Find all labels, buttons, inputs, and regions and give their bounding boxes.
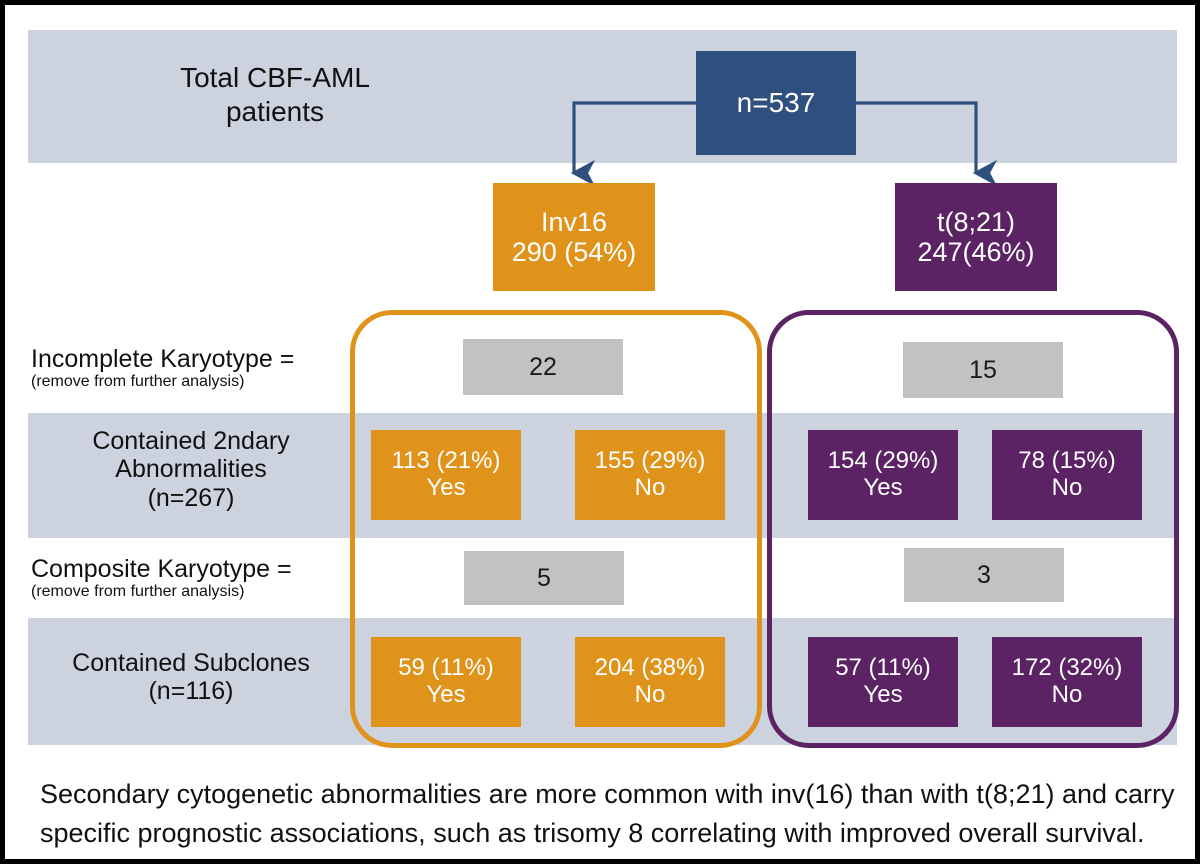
- cell-secondary-abnormalities-t821-yes[interactable]: 154 (29%) Yes: [808, 430, 958, 520]
- cell-secondary-abnormalities-t821-yes-value: 154 (29%): [827, 447, 939, 475]
- branch-node-t821[interactable]: t(8;21) 247(46%): [895, 183, 1057, 291]
- cell-composite-karyotype-t821-value: 3: [977, 561, 991, 589]
- cell-subclones-inv16-no-answer: No: [634, 681, 666, 708]
- root-node-label: n=537: [736, 87, 816, 119]
- cell-subclones-t821-no[interactable]: 172 (32%) No: [992, 637, 1142, 727]
- cell-secondary-abnormalities-t821-no-answer: No: [1051, 474, 1083, 501]
- cell-secondary-abnormalities-t821-yes-answer: Yes: [863, 474, 903, 501]
- cell-secondary-abnormalities-inv16-no-value: 155 (29%): [594, 447, 706, 475]
- row-label-subclones-line2: (n=116): [148, 677, 234, 706]
- row-label-subclones-line1: Contained Subclones: [72, 649, 310, 677]
- cell-subclones-t821-yes-answer: Yes: [863, 681, 903, 708]
- cell-incomplete-karyotype-t821[interactable]: 15: [903, 342, 1063, 398]
- cell-secondary-abnormalities-inv16-yes[interactable]: 113 (21%) Yes: [371, 430, 521, 520]
- row-label-composite-karyotype-sub: (remove from further analysis): [31, 583, 245, 601]
- cell-composite-karyotype-t821[interactable]: 3: [904, 548, 1064, 602]
- row-label-secondary-abnormalities: Contained 2ndary Abnormalities (n=267): [31, 427, 351, 512]
- row-label-secondary-abnormalities-line2: Abnormalities: [115, 455, 267, 484]
- cell-incomplete-karyotype-inv16-value: 22: [529, 353, 557, 381]
- cell-subclones-inv16-no[interactable]: 204 (38%) No: [575, 637, 725, 727]
- row-label-incomplete-karyotype-main: Incomplete Karyotype =: [31, 345, 295, 373]
- cell-subclones-t821-yes[interactable]: 57 (11%) Yes: [808, 637, 958, 727]
- cell-secondary-abnormalities-inv16-yes-value: 113 (21%): [391, 447, 501, 475]
- row-label-secondary-abnormalities-line3: (n=267): [147, 483, 235, 512]
- cell-secondary-abnormalities-t821-no-value: 78 (15%): [1018, 447, 1116, 475]
- cell-secondary-abnormalities-t821-no[interactable]: 78 (15%) No: [992, 430, 1142, 520]
- row-label-secondary-abnormalities-line1: Contained 2ndary: [92, 427, 290, 455]
- cell-subclones-inv16-yes-value: 59 (11%): [398, 654, 494, 682]
- cell-incomplete-karyotype-t821-value: 15: [969, 356, 997, 384]
- branch-t821-count: 247(46%): [917, 237, 1035, 267]
- cell-subclones-inv16-yes[interactable]: 59 (11%) Yes: [371, 637, 521, 727]
- row-label-incomplete-karyotype-sub: (remove from further analysis): [31, 373, 245, 391]
- branch-node-inv16[interactable]: Inv16 290 (54%): [493, 183, 655, 291]
- row-label-composite-karyotype-main: Composite Karyotype =: [31, 555, 292, 583]
- group-outline-t821: [767, 310, 1179, 748]
- page-title-line1: Total CBF-AML: [180, 62, 370, 93]
- figure-caption: Secondary cytogenetic abnormalities are …: [40, 779, 1175, 849]
- cell-subclones-t821-yes-value: 57 (11%): [835, 654, 931, 682]
- root-node-total[interactable]: n=537: [696, 51, 856, 155]
- page-title-line2: patients: [225, 95, 325, 127]
- cell-subclones-inv16-yes-answer: Yes: [426, 681, 466, 708]
- cell-composite-karyotype-inv16-value: 5: [537, 564, 551, 592]
- group-outline-inv16: [350, 310, 762, 748]
- branch-t821-name: t(8;21): [936, 206, 1016, 237]
- row-label-composite-karyotype: Composite Karyotype = (remove from furth…: [31, 555, 351, 601]
- cell-subclones-t821-no-answer: No: [1051, 681, 1083, 708]
- cell-secondary-abnormalities-inv16-no[interactable]: 155 (29%) No: [575, 430, 725, 520]
- cell-subclones-inv16-no-value: 204 (38%): [594, 654, 706, 682]
- cell-secondary-abnormalities-inv16-yes-answer: Yes: [426, 474, 466, 501]
- page-title: Total CBF-AML patients: [65, 61, 485, 128]
- row-label-subclones: Contained Subclones (n=116): [31, 649, 351, 706]
- cell-composite-karyotype-inv16[interactable]: 5: [464, 551, 624, 605]
- cell-subclones-t821-no-value: 172 (32%): [1011, 654, 1123, 682]
- cell-incomplete-karyotype-inv16[interactable]: 22: [463, 339, 623, 395]
- row-label-incomplete-karyotype: Incomplete Karyotype = (remove from furt…: [31, 345, 351, 391]
- branch-inv16-name: Inv16: [540, 206, 608, 237]
- cell-secondary-abnormalities-inv16-no-answer: No: [634, 474, 666, 501]
- branch-inv16-count: 290 (54%): [511, 237, 637, 267]
